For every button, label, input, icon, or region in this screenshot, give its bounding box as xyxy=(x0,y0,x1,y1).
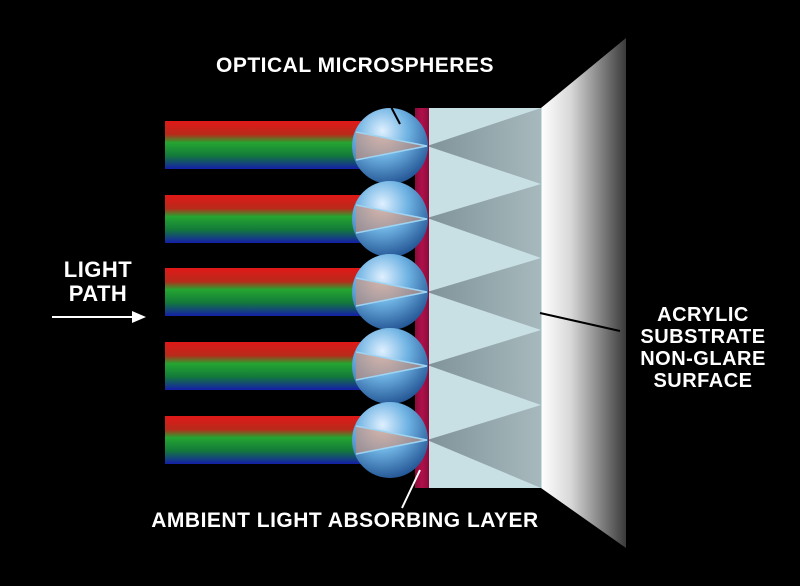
leader-line-absorbing-layer xyxy=(401,469,421,509)
light-path-label: LIGHT PATH xyxy=(48,258,148,306)
light-cones xyxy=(427,108,541,488)
microsphere xyxy=(352,328,428,404)
substrate-label-line: NON-GLARE xyxy=(640,348,766,370)
optical-microspheres xyxy=(352,108,428,478)
microsphere xyxy=(352,402,428,478)
light-beams xyxy=(165,121,390,464)
substrate-label: ACRYLIC SUBSTRATE NON-GLARE SURFACE xyxy=(618,304,788,392)
microsphere xyxy=(352,254,428,330)
microsphere xyxy=(352,181,428,257)
absorbing-layer-label: AMBIENT LIGHT ABSORBING LAYER xyxy=(151,509,539,532)
light-path-label-line: LIGHT xyxy=(63,257,133,282)
non-glare-surface xyxy=(541,38,626,548)
substrate-label-line: SUBSTRATE xyxy=(640,326,766,348)
light-path-label-line: PATH xyxy=(68,281,128,306)
leader-line-microspheres xyxy=(377,81,401,125)
light-path-arrow xyxy=(52,311,146,323)
optical-microspheres-label: OPTICAL MICROSPHERES xyxy=(216,54,494,77)
substrate-label-line: ACRYLIC xyxy=(657,304,749,326)
microsphere xyxy=(352,108,428,184)
leader-line-substrate xyxy=(539,312,621,332)
substrate-label-line: SURFACE xyxy=(653,370,753,392)
